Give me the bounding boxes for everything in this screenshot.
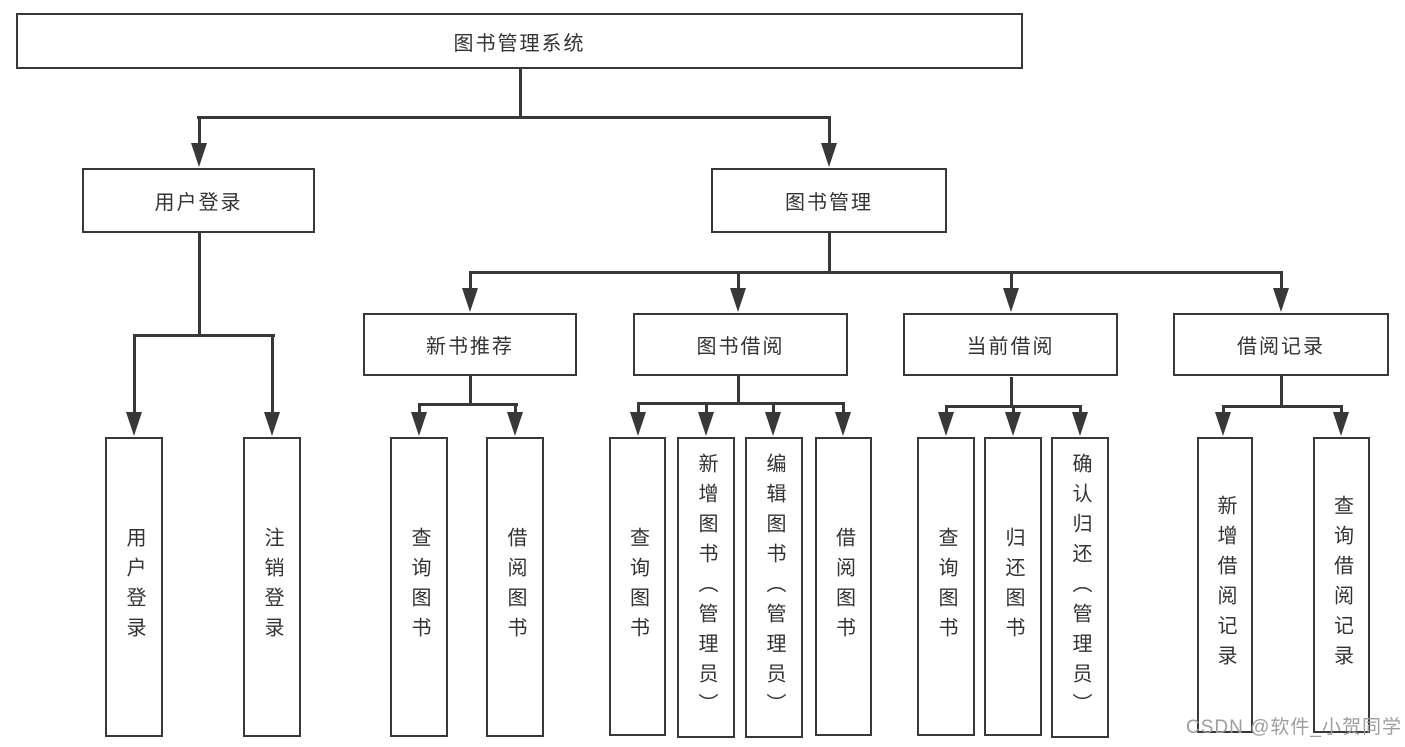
arrow-down-icon bbox=[1333, 412, 1349, 436]
arrow-down-icon bbox=[630, 412, 646, 436]
node-leaf-query-record: 查询借阅记录 bbox=[1313, 437, 1370, 733]
connector-line bbox=[469, 271, 1283, 274]
connector-line bbox=[132, 334, 136, 416]
connector-line bbox=[418, 403, 518, 406]
node-label-leaf-query-book-1: 查询图书 bbox=[408, 527, 430, 647]
arrow-down-icon bbox=[1273, 288, 1289, 312]
arrow-down-icon bbox=[821, 143, 837, 167]
connector-line bbox=[513, 403, 517, 416]
arrow-down-icon bbox=[1072, 412, 1088, 436]
arrow-down-icon bbox=[730, 288, 746, 312]
connector-line bbox=[771, 402, 775, 416]
connector-line bbox=[737, 376, 740, 405]
connector-line bbox=[270, 334, 274, 416]
arrow-down-icon bbox=[1215, 412, 1231, 436]
connector-line bbox=[636, 402, 640, 416]
node-leaf-query-book-3: 查询图书 bbox=[917, 437, 975, 736]
node-label-root: 图书管理系统 bbox=[453, 32, 586, 55]
connector-line bbox=[1010, 377, 1013, 408]
arrow-down-icon bbox=[1003, 288, 1019, 312]
node-leaf-logout: 注销登录 bbox=[243, 437, 301, 737]
node-leaf-return-book: 归还图书 bbox=[984, 437, 1042, 736]
node-label-user-login: 用户登录 bbox=[154, 192, 243, 214]
node-label-book-mgmt: 图书管理 bbox=[785, 192, 873, 214]
connector-line bbox=[1011, 405, 1015, 416]
node-root: 图书管理系统 bbox=[16, 13, 1023, 69]
connector-line bbox=[841, 402, 845, 416]
node-leaf-add-book: 新增图书（管理员） bbox=[677, 437, 735, 738]
node-label-leaf-borrow-book-1: 借阅图书 bbox=[504, 527, 526, 647]
node-leaf-borrow-book-2: 借阅图书 bbox=[815, 437, 872, 736]
node-label-leaf-return-book: 归还图书 bbox=[1002, 526, 1024, 647]
node-label-leaf-add-book: 新增图书（管理员） bbox=[695, 452, 717, 723]
node-new-book-rec: 新书推荐 bbox=[363, 313, 577, 376]
connector-line bbox=[197, 116, 831, 119]
connector-line bbox=[827, 116, 831, 147]
node-leaf-edit-book: 编辑图书（管理员） bbox=[745, 437, 803, 738]
node-book-borrow: 图书借阅 bbox=[633, 313, 848, 376]
connector-line bbox=[704, 402, 708, 416]
connector-line bbox=[1009, 271, 1013, 292]
arrow-down-icon bbox=[126, 412, 142, 436]
node-leaf-borrow-book-1: 借阅图书 bbox=[486, 437, 544, 737]
node-label-leaf-query-book-3: 查询图书 bbox=[935, 526, 957, 647]
node-label-leaf-confirm-return: 确认归还（管理员） bbox=[1069, 452, 1091, 723]
node-label-leaf-query-record: 查询借阅记录 bbox=[1330, 495, 1353, 675]
connector-line bbox=[133, 334, 275, 337]
connector-line bbox=[417, 403, 421, 416]
node-label-leaf-query-book-2: 查询图书 bbox=[626, 526, 649, 647]
node-label-leaf-logout: 注销登录 bbox=[261, 527, 283, 647]
connector-line bbox=[198, 233, 201, 337]
connector-line bbox=[1078, 405, 1082, 416]
connector-line bbox=[197, 116, 201, 147]
arrow-down-icon bbox=[938, 412, 954, 436]
connector-line bbox=[1280, 376, 1283, 408]
arrow-down-icon bbox=[835, 412, 851, 436]
node-leaf-add-record: 新增借阅记录 bbox=[1197, 437, 1253, 733]
arrow-down-icon bbox=[191, 143, 207, 167]
connector-line bbox=[828, 233, 831, 274]
csdn-watermark: CSDN @软件_小贺同学 bbox=[1186, 717, 1402, 738]
arrow-down-icon bbox=[507, 412, 523, 436]
connector-line bbox=[1339, 405, 1343, 416]
node-label-leaf-add-record: 新增借阅记录 bbox=[1214, 495, 1236, 675]
node-leaf-query-book-2: 查询图书 bbox=[609, 437, 666, 736]
connector-line bbox=[468, 271, 472, 292]
connector-line bbox=[519, 69, 522, 118]
connector-line bbox=[1279, 271, 1283, 292]
node-user-login: 用户登录 bbox=[82, 168, 315, 233]
arrow-down-icon bbox=[1005, 412, 1021, 436]
node-label-new-book-rec: 新书推荐 bbox=[426, 336, 514, 358]
connector-line bbox=[944, 405, 948, 416]
arrow-down-icon bbox=[264, 412, 280, 436]
node-label-current-borrow: 当前借阅 bbox=[966, 336, 1055, 358]
node-leaf-confirm-return: 确认归还（管理员） bbox=[1051, 437, 1109, 738]
node-leaf-query-book-1: 查询图书 bbox=[390, 437, 448, 737]
node-borrow-record: 借阅记录 bbox=[1173, 313, 1389, 376]
node-label-leaf-edit-book: 编辑图书（管理员） bbox=[763, 452, 785, 723]
connector-line bbox=[469, 376, 472, 406]
node-label-book-borrow: 图书借阅 bbox=[696, 336, 785, 358]
node-leaf-user-login: 用户登录 bbox=[105, 437, 163, 737]
node-book-mgmt: 图书管理 bbox=[711, 168, 947, 233]
connector-line bbox=[1222, 405, 1343, 408]
connector-line bbox=[1221, 405, 1225, 416]
arrow-down-icon bbox=[411, 412, 427, 436]
arrow-down-icon bbox=[462, 288, 478, 312]
node-label-leaf-borrow-book-2: 借阅图书 bbox=[832, 526, 855, 647]
arrow-down-icon bbox=[698, 412, 714, 436]
node-current-borrow: 当前借阅 bbox=[903, 313, 1118, 376]
node-label-leaf-user-login: 用户登录 bbox=[123, 527, 145, 647]
connector-line bbox=[736, 271, 740, 292]
node-label-borrow-record: 借阅记录 bbox=[1237, 336, 1325, 358]
connector-line bbox=[637, 402, 845, 405]
arrow-down-icon bbox=[765, 412, 781, 436]
